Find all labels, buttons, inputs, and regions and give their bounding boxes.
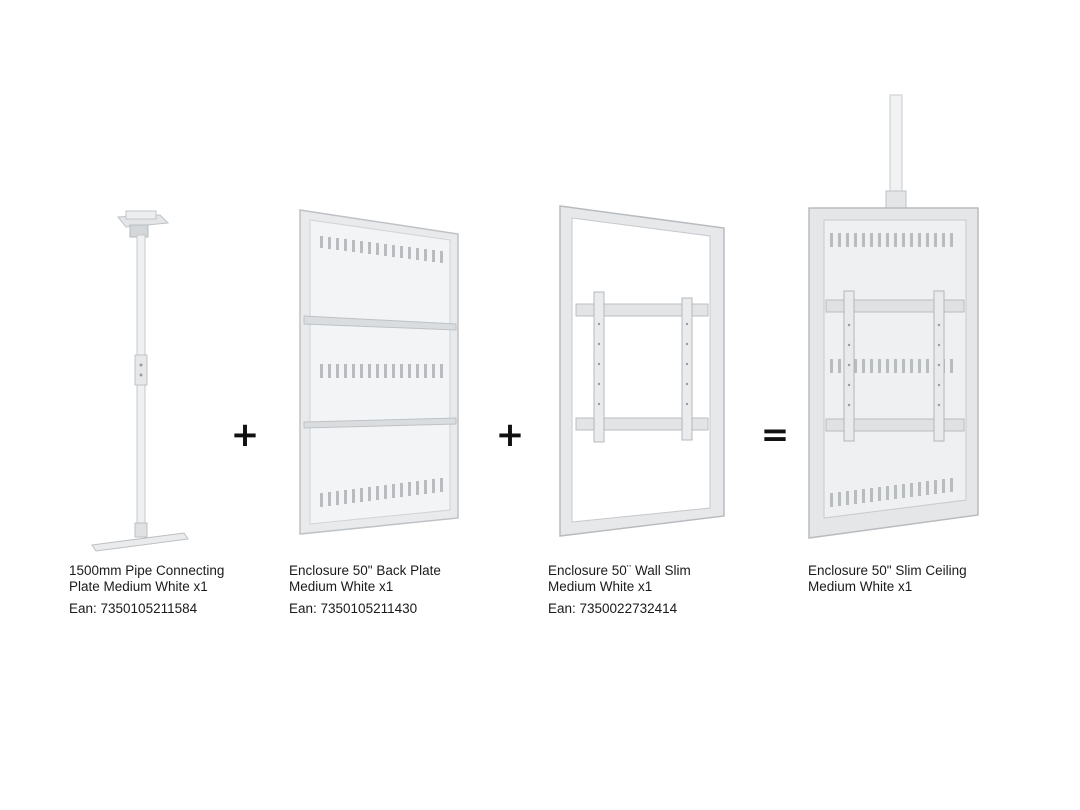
- wall-slim-frame-image: [559, 205, 725, 537]
- product-caption-slim-ceiling: Enclosure 50" Slim Ceiling Medium White …: [808, 563, 967, 595]
- product-name-line2: Medium White x1: [808, 579, 913, 594]
- product-ean: Ean: 7350022732414: [548, 601, 678, 616]
- product-ean: Ean: 7350105211584: [69, 601, 198, 616]
- pipe-connecting-plate-image: [91, 210, 189, 552]
- plus-operator: +: [495, 415, 525, 455]
- equals-operator: =: [760, 415, 790, 455]
- product-caption-pipe: 1500mm Pipe Connecting Plate Medium Whit…: [69, 563, 224, 617]
- product-ean: Ean: 7350105211430: [289, 601, 418, 616]
- slim-ceiling-enclosure-image: [808, 94, 979, 539]
- plus-operator: +: [230, 415, 260, 455]
- product-name-line1: Enclosure 50" Back Plate: [289, 563, 441, 578]
- back-plate-image: [299, 209, 459, 535]
- product-name-line1: Enclosure 50¨ Wall Slim: [548, 563, 691, 578]
- product-caption-back-plate: Enclosure 50" Back Plate Medium White x1…: [289, 563, 441, 617]
- product-name-line2: Plate Medium White x1: [69, 579, 208, 594]
- product-name-line1: 1500mm Pipe Connecting: [69, 563, 225, 578]
- product-name-line2: Medium White x1: [289, 579, 394, 594]
- product-name-line1: Enclosure 50" Slim Ceiling: [808, 563, 967, 578]
- product-caption-wall-slim: Enclosure 50¨ Wall Slim Medium White x1 …: [548, 563, 691, 617]
- product-name-line2: Medium White x1: [548, 579, 653, 594]
